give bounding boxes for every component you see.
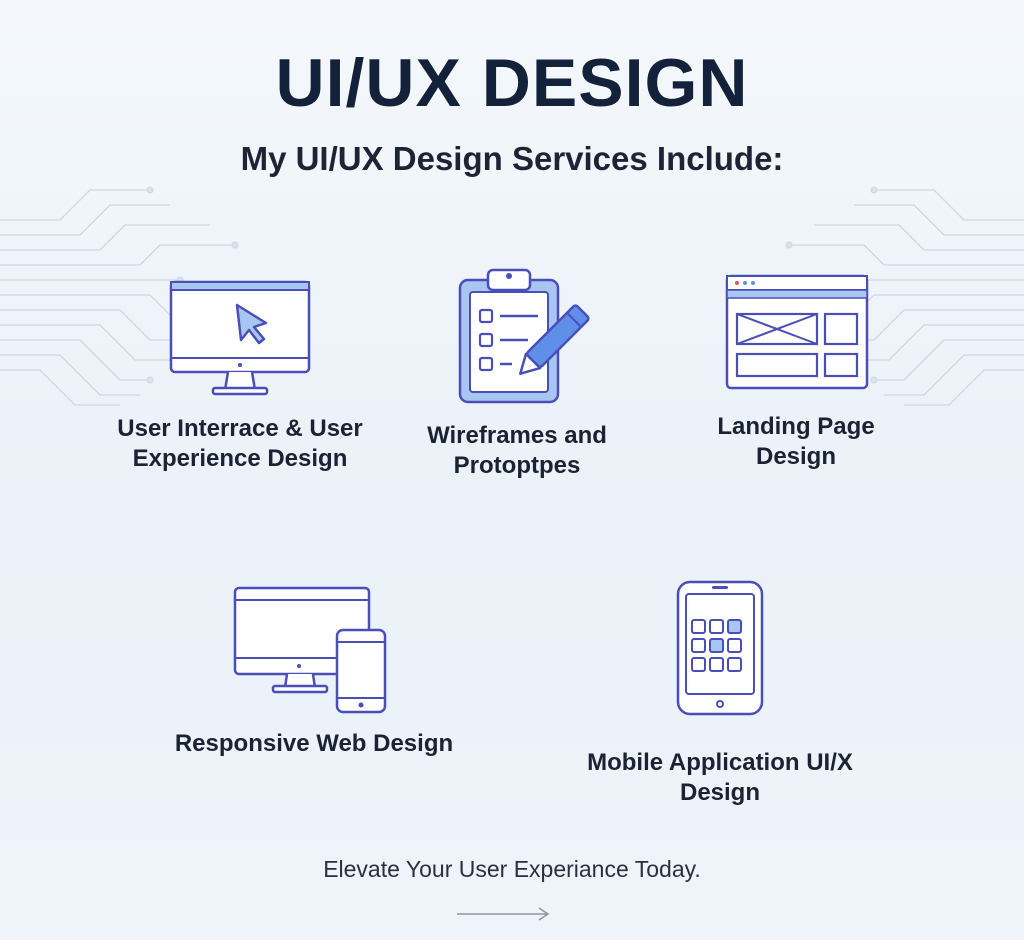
service-responsive-web-design: Responsive Web Design bbox=[154, 582, 474, 759]
arrow-right-icon bbox=[457, 907, 550, 921]
monitor-cursor-icon bbox=[169, 280, 311, 396]
monitor-phone-icon bbox=[233, 586, 387, 714]
service-label-line1: Landing Page bbox=[717, 413, 875, 440]
service-label-line1: Mobile Application UI/X bbox=[587, 749, 853, 776]
service-label-line1: User Interrace & User bbox=[117, 415, 363, 442]
footer-tagline: Elevate Your User Experiance Today. bbox=[323, 856, 701, 882]
service-label-line1: Responsive Web Design bbox=[174, 730, 454, 757]
service-wireframes-prototypes: Wireframes and Protoptpes bbox=[377, 264, 657, 481]
page-title: UI/UX DESIGN bbox=[275, 45, 749, 121]
page-subtitle: My UI/UX Design Services Include: bbox=[240, 140, 784, 177]
service-ui-ux-design: User Interrace & User Experience Design bbox=[90, 272, 390, 474]
browser-layout-icon bbox=[725, 274, 869, 390]
service-label-line2: Protoptpes bbox=[453, 452, 581, 479]
tablet-app-grid-icon bbox=[676, 580, 764, 716]
circuit-lines-right-decoration bbox=[785, 186, 1024, 406]
service-label-line2: Design bbox=[679, 779, 760, 806]
service-mobile-app-design: Mobile Application UI/X Design bbox=[560, 578, 880, 808]
service-label-line2: Experience Design bbox=[132, 445, 348, 472]
service-label-line2: Design bbox=[755, 443, 836, 470]
service-label-line1: Wireframes and bbox=[427, 422, 607, 449]
service-landing-page-design: Landing Page Design bbox=[646, 270, 946, 472]
clipboard-pencil-icon bbox=[458, 268, 590, 404]
